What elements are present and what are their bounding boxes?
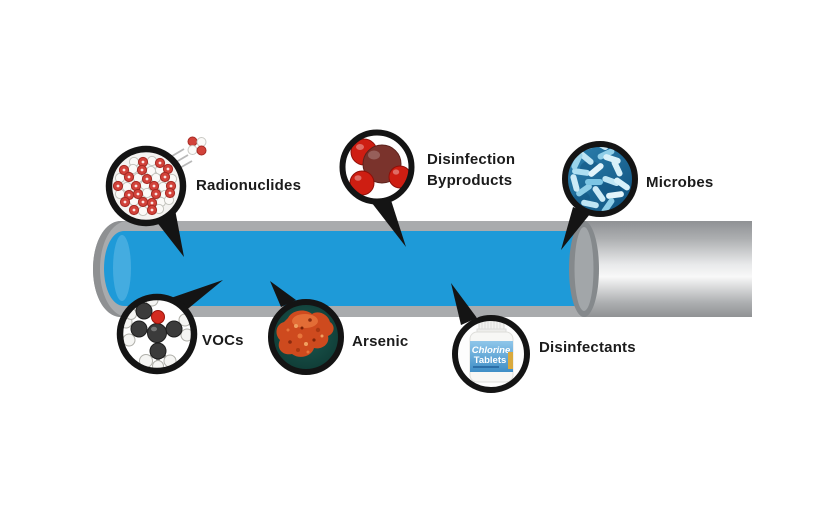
mineral-speckles (286, 318, 324, 354)
arsenic-ring (268, 299, 344, 375)
bottle-label-line2: Tablets (474, 355, 507, 366)
microbes-callout (562, 141, 638, 217)
pipe-left-cap-shading (93, 221, 128, 317)
arsenic-mineral-blob (276, 310, 334, 357)
disinfection-byproducts-label: Disinfection Byproducts (427, 149, 515, 191)
water-pipe (93, 221, 752, 317)
bottle-label-line1: Chlorine (472, 345, 511, 356)
microbes-tail (561, 207, 590, 250)
disinfection-byproducts-label-line2: Byproducts (427, 172, 513, 189)
water-left-highlight (113, 235, 131, 301)
disinfectants-tail (451, 283, 477, 325)
escaping-alpha-particle-icon (187, 136, 207, 156)
pipe-wall-rim-inner (574, 227, 594, 311)
disinfectants-label: Disinfectants (539, 339, 636, 356)
arsenic-tail (270, 281, 296, 307)
microbes-label: Microbes (646, 174, 714, 191)
disinfection-byproducts-label-line1: Disinfection (427, 151, 516, 168)
pipe-water (104, 231, 584, 306)
disinfection-byproducts-callout (339, 129, 415, 205)
vocs-callout (116, 293, 198, 375)
oxygen-atom (151, 310, 165, 324)
carbon-atoms (130, 302, 183, 360)
radionuclides-label: Radionuclides (196, 177, 302, 194)
radionuclides-ring (105, 145, 187, 227)
arsenic-label: Arsenic (352, 333, 409, 350)
arsenic-callout (268, 299, 344, 375)
disinfectants-callout: Chlorine Tablets (452, 315, 530, 393)
disinfectants-ring (452, 315, 530, 393)
vocs-ring (116, 293, 198, 375)
radionuclides-callout (105, 136, 207, 227)
pipe-right-cylinder (584, 221, 752, 317)
disinfection-byproducts-tail (368, 197, 406, 247)
microbes-ring (562, 141, 638, 217)
chlorine-tablets-bottle: Chlorine Tablets (469, 318, 514, 383)
disinfection-byproducts-ring (339, 129, 415, 205)
vocs-label: VOCs (202, 332, 244, 349)
